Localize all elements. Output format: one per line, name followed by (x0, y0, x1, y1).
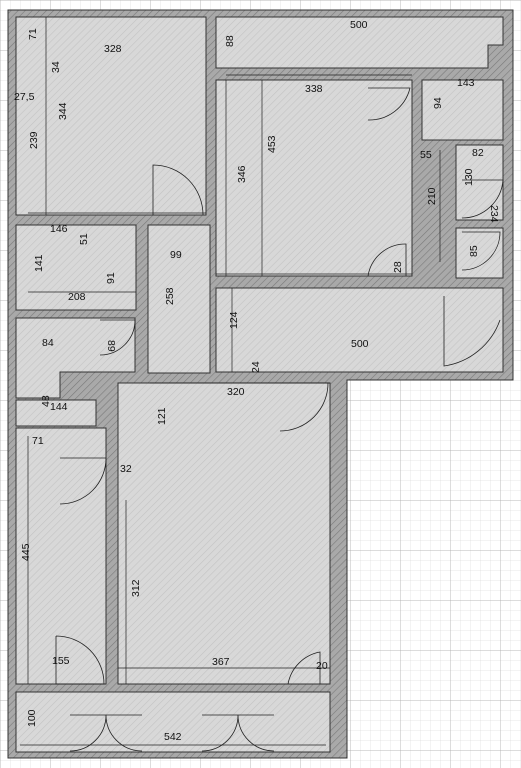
dim-155: 155 (52, 655, 70, 667)
dim-27-5: 27,5 (14, 91, 35, 103)
dimension-labels: 71 328 34 27,5 344 239 88 500 338 143 94… (14, 19, 500, 743)
dim-85: 85 (468, 245, 480, 257)
door-6 (461, 231, 501, 271)
dim-453: 453 (266, 135, 278, 153)
dim-100: 100 (26, 709, 38, 727)
doors (55, 87, 504, 752)
dim-346: 346 (236, 165, 248, 183)
dim-55: 55 (420, 149, 432, 161)
dim-84: 84 (42, 337, 54, 349)
door-1 (152, 164, 204, 216)
dimension-lines (20, 17, 441, 746)
door-2 (367, 87, 411, 121)
dim-143: 143 (457, 77, 475, 89)
dim-144: 144 (50, 401, 68, 413)
dim-445: 445 (20, 543, 32, 561)
dim-500-top: 500 (350, 19, 368, 31)
dim-99: 99 (170, 249, 182, 261)
dim-367: 367 (212, 656, 230, 668)
dim-312: 312 (130, 579, 142, 597)
dim-320: 320 (227, 386, 245, 398)
room-top-right-strip (215, 16, 504, 69)
room-living (117, 382, 331, 685)
balcony-door-right (201, 714, 275, 752)
dim-542: 542 (164, 731, 182, 743)
room-hall-vertical (147, 224, 211, 374)
dim-20: 20 (316, 660, 328, 672)
dim-28: 28 (392, 261, 404, 273)
dim-88: 88 (224, 35, 236, 47)
dim-210: 210 (426, 187, 438, 205)
room-left-middle (15, 224, 137, 311)
room-big-right (215, 79, 413, 277)
door-7 (99, 319, 136, 356)
dim-338: 338 (305, 83, 323, 95)
door-11 (287, 651, 321, 685)
room-bath (15, 317, 136, 399)
room-top-left (15, 16, 207, 216)
room-corridor (215, 287, 504, 373)
dim-24: 24 (250, 361, 262, 373)
door-3 (367, 243, 407, 277)
door-5 (461, 179, 504, 219)
dim-89: 89 (105, 340, 117, 352)
dim-82: 82 (472, 147, 484, 159)
dim-48: 48 (40, 395, 52, 407)
rooms (15, 16, 504, 753)
dim-91: 91 (105, 272, 117, 284)
dim-71: 71 (27, 28, 39, 40)
dim-234: 234 (488, 205, 500, 223)
door-8 (279, 382, 329, 432)
room-small-right (421, 79, 504, 141)
dim-258: 258 (164, 287, 176, 305)
dim-344: 344 (57, 102, 69, 120)
room-bottom-left (15, 427, 107, 685)
dim-71b: 71 (32, 435, 44, 447)
dim-94: 94 (432, 97, 444, 109)
room-small-wc (15, 399, 97, 427)
room-balcony (15, 691, 331, 753)
door-10 (55, 635, 105, 685)
dim-146: 146 (50, 223, 68, 235)
dim-130: 130 (463, 168, 475, 186)
dim-500-mid: 500 (351, 338, 369, 350)
dim-32: 32 (120, 463, 132, 475)
dim-141: 141 (33, 254, 45, 272)
dim-51: 51 (78, 233, 90, 245)
door-4 (443, 296, 501, 367)
dim-124: 124 (228, 311, 240, 329)
dim-121: 121 (156, 407, 168, 425)
balcony-door-left (69, 714, 143, 752)
dim-239: 239 (28, 131, 40, 149)
door-9 (59, 457, 107, 505)
dim-208: 208 (68, 291, 86, 303)
dim-328: 328 (104, 43, 122, 55)
dim-34: 34 (50, 61, 62, 73)
